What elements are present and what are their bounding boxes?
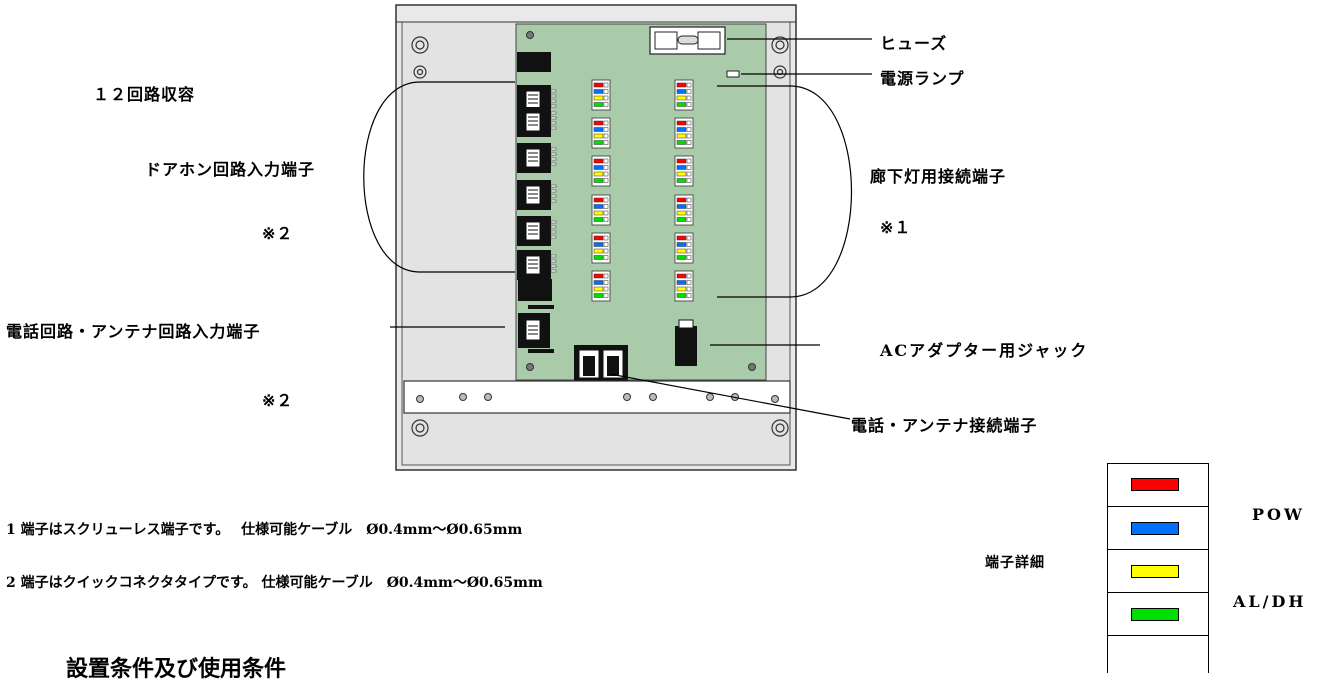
mounting-screws — [411, 36, 789, 437]
label-phone-antenna-terminal: 電話・アンテナ接続端子 — [851, 416, 1038, 435]
terminal-block — [591, 155, 611, 187]
label-note1: ※１ — [880, 218, 912, 237]
legend-title: 端子詳細 — [985, 555, 1045, 571]
screwless-terminal-blocks — [591, 79, 694, 302]
phone-antenna-input-connector — [518, 279, 554, 353]
legend-swatch-green — [1131, 608, 1179, 621]
terminal-block — [591, 79, 611, 111]
terminal-detail-legend — [1107, 463, 1209, 673]
label-power-lamp: 電源ランプ — [880, 69, 965, 88]
terminal-block — [674, 155, 694, 187]
pcb-board — [515, 23, 767, 381]
label-note2-bottom: ※２ — [262, 391, 294, 410]
legend-row-blue — [1108, 507, 1208, 550]
doorphone-connector — [517, 107, 557, 137]
legend-label-al-dh: AL/DH — [1233, 592, 1307, 611]
doorphone-connector — [517, 216, 557, 246]
label-note2-left: ※２ — [262, 224, 294, 243]
legend-swatch-red — [1131, 478, 1179, 491]
section-heading-installation-conditions: 設置条件及び使用条件 — [66, 656, 287, 682]
terminal-block — [674, 79, 694, 111]
doorphone-connector — [517, 250, 557, 280]
ac-adapter-jack — [675, 319, 697, 366]
doorphone-bracket — [363, 81, 515, 273]
fuse-holder — [649, 26, 726, 55]
terminal-block — [674, 232, 694, 264]
doorphone-connectors — [517, 52, 557, 280]
doorphone-connector — [517, 180, 557, 210]
terminal-board-diagram — [363, 4, 872, 471]
terminal-block — [591, 270, 611, 302]
legend-swatch-blue — [1131, 522, 1179, 535]
label-12-circuits: １２回路収容 — [93, 85, 196, 104]
terminal-block — [674, 117, 694, 149]
legend-row-green — [1108, 593, 1208, 636]
legend-swatch-yellow — [1131, 565, 1179, 578]
terminal-block — [591, 232, 611, 264]
label-corridor-light-terminal: 廊下灯用接続端子 — [870, 167, 1007, 186]
label-fuse: ヒューズ — [880, 34, 948, 53]
terminal-block — [591, 194, 611, 226]
terminal-block — [674, 270, 694, 302]
label-ac-adapter-jack: ACアダプター用ジャック — [880, 341, 1089, 360]
terminal-block — [674, 194, 694, 226]
legend-label-pow: POW — [1252, 505, 1305, 524]
ground-terminal-strip — [403, 380, 791, 414]
power-lamp — [726, 70, 740, 78]
label-phone-antenna-input: 電話回路・アンテナ回路入力端子 — [6, 322, 261, 341]
note-quick-connector: 2 端子はクイックコネクタタイプです。 仕様可能ケーブル Ø0.4mm～Ø0.6… — [6, 575, 543, 591]
doorphone-connector — [517, 143, 557, 173]
phone-antenna-terminal — [574, 345, 628, 381]
label-doorphone-input: ドアホン回路入力端子 — [145, 160, 316, 179]
note-screwless-terminal: 1 端子はスクリューレス端子です。 仕様可能ケーブル Ø0.4mm～Ø0.65m… — [6, 522, 523, 538]
corridor-bracket — [717, 85, 853, 298]
legend-row-red — [1108, 464, 1208, 507]
legend-row-yellow — [1108, 550, 1208, 593]
doorphone-connector — [517, 52, 551, 72]
terminal-block — [591, 117, 611, 149]
